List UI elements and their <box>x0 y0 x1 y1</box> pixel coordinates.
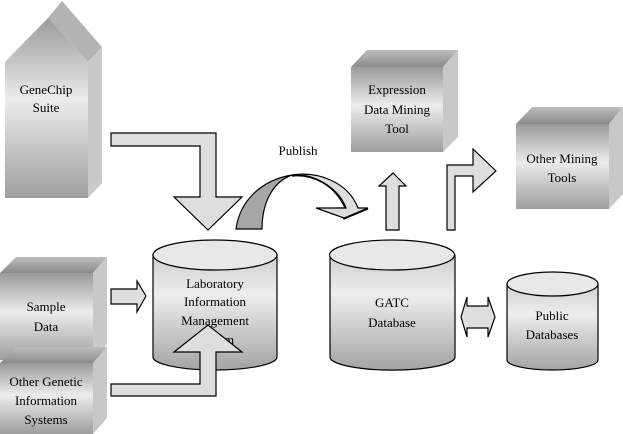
lims-body <box>152 254 278 371</box>
other-mining-label-2: Tools <box>548 170 577 185</box>
gatc-body <box>329 254 456 371</box>
expression-top <box>351 50 458 67</box>
publish-arrow-left <box>235 174 293 230</box>
genechip-label-2: Suite <box>33 100 60 115</box>
public-db-label-1: Public <box>535 308 568 323</box>
node-other-genetic: Other Genetic Information Systems <box>0 347 107 434</box>
genechip-roof-side <box>48 1 102 62</box>
expression-side <box>443 50 458 152</box>
node-expression-tool: Expression Data Mining Tool <box>351 50 458 152</box>
node-sample-data: Sample Data <box>0 257 107 360</box>
lims-label-2: Information <box>184 294 247 309</box>
other-mining-top <box>516 107 623 124</box>
public-db-label-2: Databases <box>526 327 579 342</box>
genechip-front <box>5 18 88 198</box>
arrow-gatc-to-other-mining <box>446 147 497 231</box>
expression-label-1: Expression <box>368 82 426 97</box>
node-other-mining: Other Mining Tools <box>516 107 623 209</box>
arrow-other-genetic-to-lims <box>110 324 244 397</box>
public-db-top <box>506 271 599 297</box>
other-mining-front <box>516 124 609 209</box>
sample-data-label-2: Data <box>34 319 59 334</box>
gatc-top <box>328 239 456 271</box>
genechip-label-1: GeneChip <box>20 82 73 97</box>
expression-label-3: Tool <box>385 121 409 136</box>
publish-arrow-right <box>291 173 369 219</box>
arrow-genechip-to-lims <box>110 132 244 231</box>
sample-data-top <box>0 257 107 273</box>
expression-label-2: Data Mining <box>364 102 431 117</box>
other-genetic-front <box>0 363 93 434</box>
gatc-label-1: GATC <box>375 295 409 310</box>
other-mining-label-1: Other Mining <box>526 151 598 166</box>
gatc-label-2: Database <box>368 315 416 330</box>
expression-front <box>351 67 443 152</box>
node-public-db: Public Databases <box>506 271 599 371</box>
sample-data-front <box>0 273 93 360</box>
sample-data-side <box>93 257 107 360</box>
arrow-gatc-to-expression <box>377 172 408 231</box>
other-genetic-side <box>93 347 107 434</box>
lims-label-1: Laboratory <box>186 276 244 291</box>
public-db-body <box>506 283 599 371</box>
lims-label-3: Management <box>181 313 249 328</box>
other-genetic-top-fill <box>0 347 107 363</box>
node-genechip: GeneChip Suite <box>5 1 102 198</box>
genechip-side <box>88 47 102 198</box>
sample-data-label-1: Sample <box>27 299 66 314</box>
publish-arrow: Publish <box>235 143 369 230</box>
arrow-sample-to-lims <box>110 278 147 315</box>
other-genetic-label-2: Information <box>15 393 78 408</box>
other-genetic-label-3: Systems <box>24 412 67 427</box>
arrow-gatc-public-bidirectional <box>460 296 496 338</box>
node-gatc: GATC Database <box>328 239 456 371</box>
other-mining-side <box>609 107 623 209</box>
lims-top <box>152 239 278 271</box>
publish-label: Publish <box>278 143 318 158</box>
other-genetic-label-1: Other Genetic <box>9 374 83 389</box>
